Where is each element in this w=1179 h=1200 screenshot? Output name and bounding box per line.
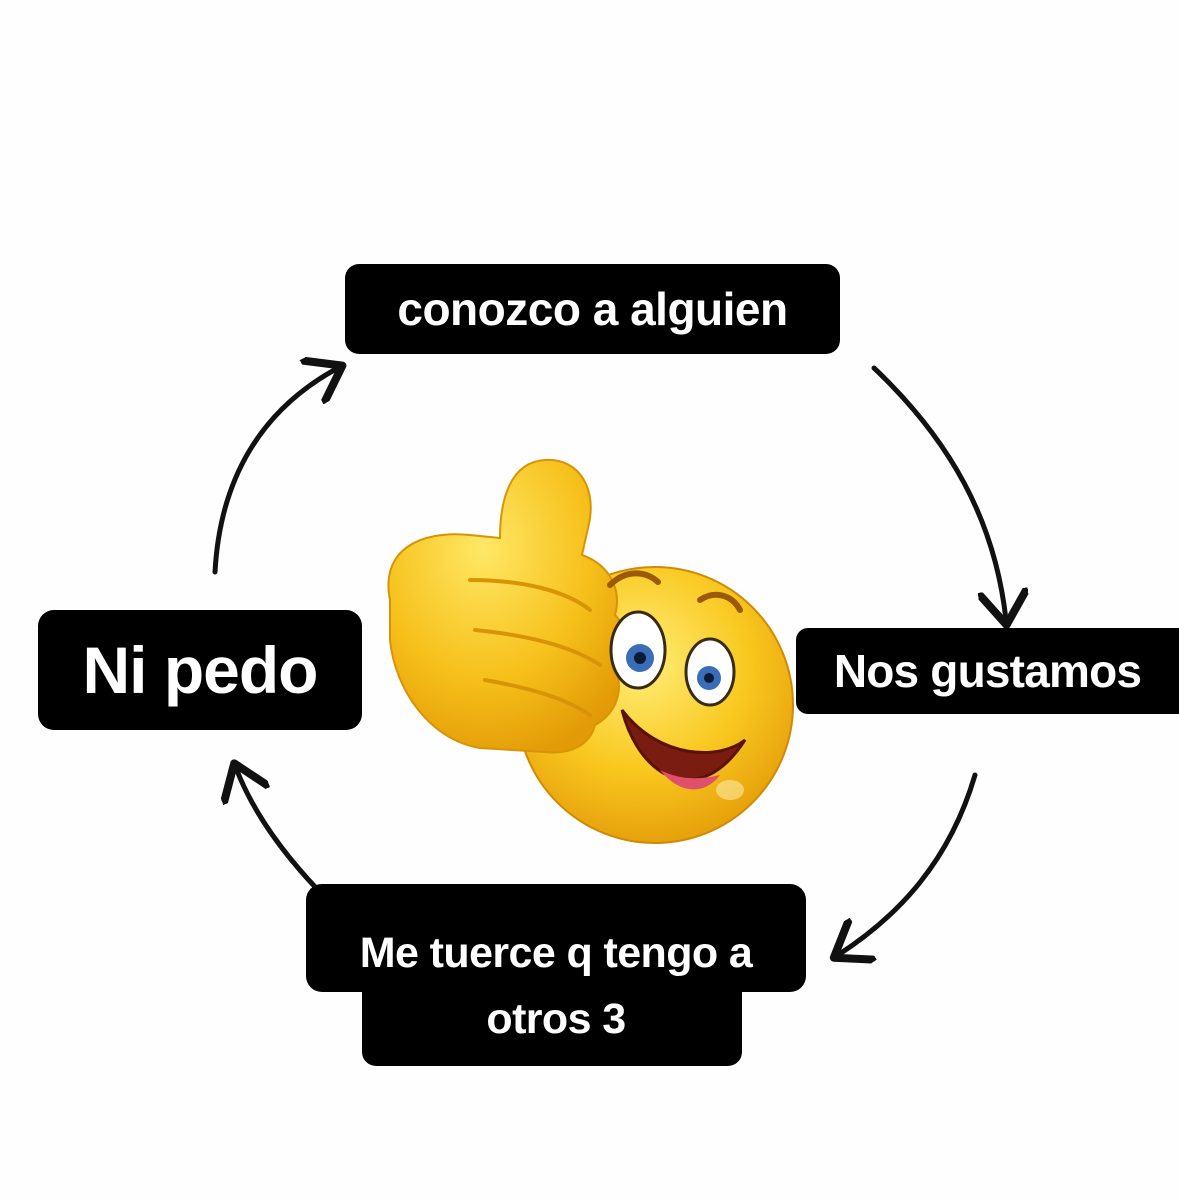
step-conozco-label: conozco a alguien	[345, 264, 840, 354]
arrow-right-to-bottom	[838, 772, 978, 955]
arrow-top-to-right	[871, 365, 1006, 620]
step-me-tuerce-line-1: Me tuerce q tengo a	[359, 929, 753, 977]
step-ni-pedo-label: Ni pedo	[38, 610, 362, 730]
arrow-left-to-top	[212, 368, 338, 575]
step-me-tuerce-line-2: otros 3	[486, 995, 626, 1043]
step-me-tuerce-label: Me tuerce q tengo a otros 3	[306, 884, 806, 1066]
arrow-bottom-to-left	[236, 768, 321, 893]
thumbs-up-smiley-icon	[387, 458, 794, 844]
step-nos-gustamos-label: Nos gustamos	[796, 628, 1179, 714]
